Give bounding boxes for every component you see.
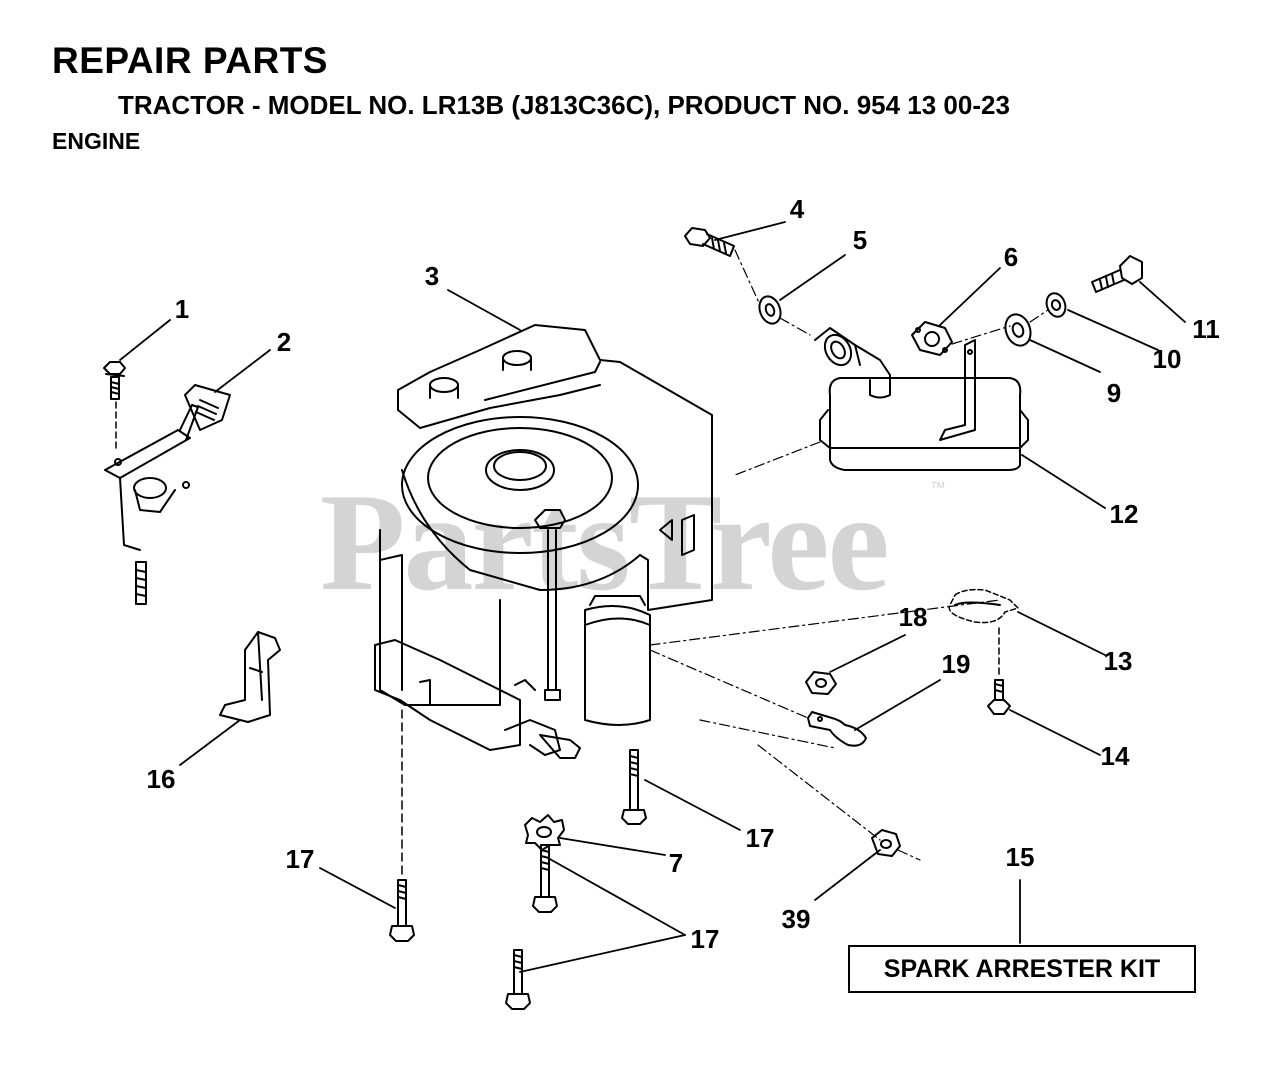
part-5-washer[interactable]: [756, 293, 784, 326]
part-17-bolt-a[interactable]: [621, 749, 647, 825]
part-9-washer[interactable]: [1001, 311, 1034, 349]
part-17-bolt-b[interactable]: [532, 844, 558, 913]
part-11-bolt[interactable]: [1091, 255, 1143, 293]
watermark: PartsTree: [320, 465, 890, 620]
callout-9: 9: [1107, 378, 1121, 408]
part-39-nut[interactable]: [871, 829, 901, 857]
callout-1: 1: [175, 294, 189, 324]
part-10-lockwasher[interactable]: [1043, 291, 1068, 320]
callout-13: 13: [1104, 646, 1133, 676]
callout-17-b: 17: [286, 844, 315, 874]
callout-16: 16: [147, 764, 176, 794]
alignment-lines: [649, 249, 1049, 861]
part-2-throttle-bracket[interactable]: [104, 384, 231, 605]
part-17-bolt-c[interactable]: [389, 709, 415, 942]
part-12-muffler[interactable]: [814, 327, 1029, 471]
callout-12: 12: [1110, 499, 1139, 529]
part-19-clamp[interactable]: [807, 711, 867, 747]
callout-2: 2: [277, 327, 291, 357]
callout-18: 18: [899, 602, 928, 632]
model-subtitle: TRACTOR - MODEL NO. LR13B (J813C36C), PR…: [118, 90, 1010, 120]
part-16-bracket[interactable]: [219, 631, 281, 723]
part-6-gasket[interactable]: [911, 321, 953, 356]
spark-arrester-kit-label[interactable]: SPARK ARRESTER KIT: [848, 945, 1196, 993]
callout-6: 6: [1004, 242, 1018, 272]
part-17-bolt-d[interactable]: [505, 949, 531, 1010]
section-label: ENGINE: [52, 128, 141, 154]
part-1-bolt[interactable]: [103, 361, 126, 400]
callout-14: 14: [1101, 741, 1130, 771]
part-18-nut[interactable]: [805, 671, 837, 695]
callout-17-c: 17: [691, 924, 720, 954]
callout-19: 19: [942, 649, 971, 679]
part-7-star-washer[interactable]: [524, 814, 565, 851]
leader-lines: [119, 221, 1186, 973]
part-3-engine[interactable]: [374, 324, 713, 759]
callout-11: 11: [1192, 314, 1220, 344]
callout-17-a: 17: [746, 823, 775, 853]
callout-numbers: 1 2 3 4 5 6 7 9 10 11 12 13 14 15 16 17 …: [147, 194, 1220, 954]
page-title: REPAIR PARTS: [52, 40, 328, 81]
callout-39: 39: [782, 904, 811, 934]
part-14-screw[interactable]: [987, 627, 1011, 715]
callout-10: 10: [1153, 344, 1182, 374]
callout-4: 4: [790, 194, 805, 224]
callout-3: 3: [425, 261, 439, 291]
part-4-bolt[interactable]: [684, 227, 735, 257]
watermark-trademark: ™: [930, 480, 946, 497]
part-13-clip[interactable]: [948, 588, 1019, 624]
callout-7: 7: [669, 848, 683, 878]
callout-15: 15: [1006, 842, 1035, 872]
callout-5: 5: [853, 225, 867, 255]
